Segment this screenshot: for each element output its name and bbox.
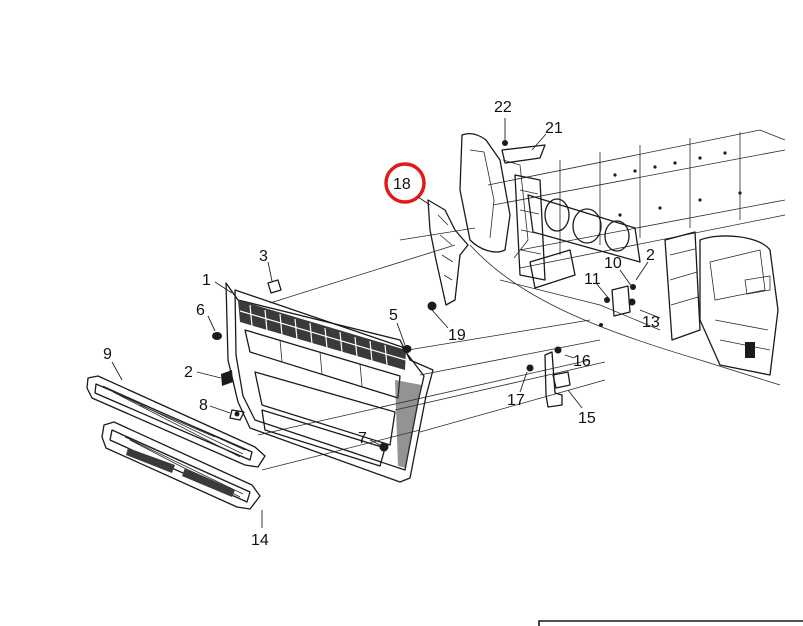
callout-19: 19 bbox=[448, 327, 466, 344]
callout-15: 15 bbox=[578, 410, 596, 427]
callout-9: 9 bbox=[103, 346, 112, 363]
callout-5: 5 bbox=[389, 307, 398, 324]
callout-6: 6 bbox=[196, 302, 205, 319]
callout-2-right: 2 bbox=[646, 247, 655, 264]
callout-3: 3 bbox=[259, 248, 268, 265]
callout-2: 2 bbox=[184, 364, 193, 381]
fasteners bbox=[111, 261, 661, 528]
part-1-grille-panel bbox=[225, 282, 434, 483]
part-9-upper-trim bbox=[86, 375, 266, 468]
part-21-22-bracket bbox=[501, 118, 547, 164]
part-14-lower-trim bbox=[101, 421, 261, 510]
highlight-circle bbox=[384, 162, 426, 204]
callout-13: 13 bbox=[642, 314, 660, 331]
callout-16: 16 bbox=[573, 353, 591, 370]
callout-14: 14 bbox=[251, 532, 269, 549]
assembly-lines bbox=[257, 227, 606, 471]
callout-10: 10 bbox=[604, 255, 622, 272]
callout-21: 21 bbox=[545, 120, 563, 137]
callout-8: 8 bbox=[199, 397, 208, 414]
callout-1: 1 bbox=[202, 272, 211, 289]
callout-22: 22 bbox=[494, 99, 512, 116]
title-box-corner bbox=[538, 620, 803, 626]
callout-labels: 1 2 2 3 5 6 7 8 9 10 11 13 14 15 16 17 1… bbox=[103, 99, 660, 549]
vehicle-frame bbox=[459, 129, 786, 386]
part-18-bracket bbox=[427, 199, 469, 329]
callout-18: 18 bbox=[393, 176, 411, 193]
callout-17: 17 bbox=[507, 392, 525, 409]
callout-11: 11 bbox=[584, 271, 601, 288]
callout-18-highlight: 18 bbox=[384, 162, 431, 206]
callout-7: 7 bbox=[358, 430, 367, 447]
